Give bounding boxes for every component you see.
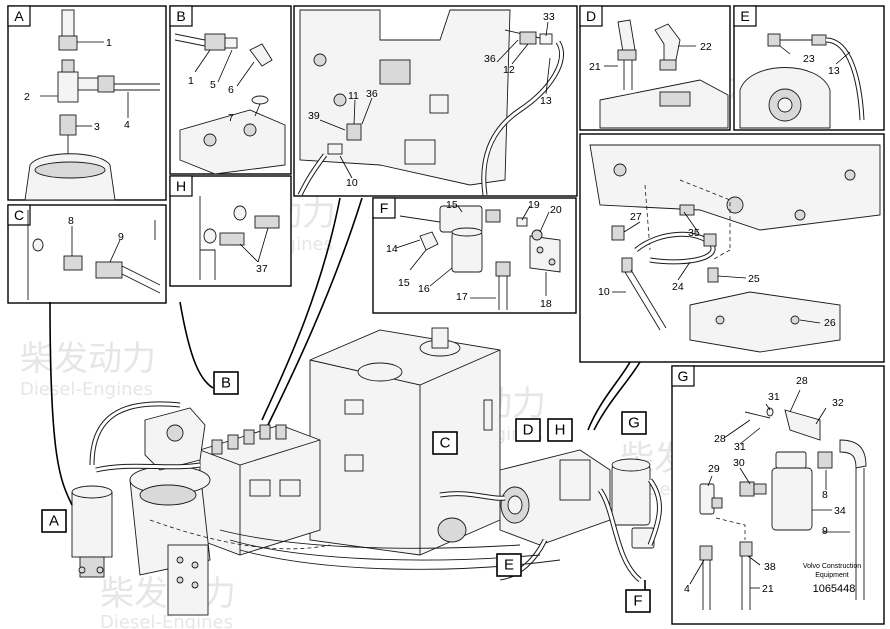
part-main-36b: 36 (366, 88, 378, 100)
part-main-11: 11 (348, 90, 359, 102)
part-a-1: 1 (106, 37, 112, 49)
part-detail-10: 10 (598, 286, 610, 298)
part-g-34: 34 (834, 505, 846, 517)
part-d-22: 22 (700, 41, 712, 53)
hydraulic-tank (309, 329, 501, 556)
part-c-8: 8 (68, 215, 74, 227)
panel-h: H 37 (169, 175, 292, 287)
part-detail-24: 24 (672, 281, 684, 293)
part-f-20: 20 (550, 204, 562, 216)
part-g-9: 9 (822, 525, 828, 537)
panel-f-label: F (380, 200, 389, 216)
watermark-en-1: Diesel-Engines (20, 379, 153, 400)
callouts: A B C D H G E F (41, 371, 651, 613)
part-f-17: 17 (456, 291, 468, 303)
part-main-13: 13 (540, 95, 552, 107)
callout-b: B (221, 375, 231, 392)
panel-a: A 1 2 3 4 (7, 5, 167, 201)
callout-c: C (440, 435, 451, 452)
part-g-31b: 31 (734, 441, 746, 453)
part-b-5: 5 (210, 79, 216, 91)
part-g-21: 21 (762, 583, 774, 595)
part-g-38: 38 (764, 561, 776, 573)
panel-b: B 1 5 6 7 (169, 5, 292, 175)
part-detail-26: 26 (824, 317, 836, 329)
part-g-8: 8 (822, 489, 828, 501)
panel-g-label: G (678, 368, 689, 384)
document-number: 1065448 (813, 583, 856, 595)
part-f-18: 18 (540, 298, 552, 310)
tee-fitting (57, 71, 79, 103)
part-g-32: 32 (832, 397, 844, 409)
part-a-2: 2 (24, 91, 30, 103)
part-detail-27: 27 (630, 211, 642, 223)
panel-g: G 28 31 32 28 31 29 30 8 34 9 38 (671, 365, 885, 625)
brand-line-1: Volvo Construction (803, 563, 861, 570)
part-d-21: 21 (589, 61, 601, 73)
panel-detail: 27 35 25 10 24 26 (579, 133, 885, 363)
panel-d: D 21 22 (579, 5, 731, 131)
part-f-15a: 15 (446, 199, 458, 211)
watermark-en-5: Diesel-Engines (100, 612, 233, 629)
part-f-14: 14 (386, 243, 398, 255)
part-main-12: 12 (503, 64, 515, 76)
panel-a-label: A (14, 8, 24, 24)
panel-h-label: H (176, 178, 186, 194)
panel-d-label: D (586, 8, 596, 24)
swivel-joint (71, 491, 113, 558)
part-a-4: 4 (124, 119, 130, 131)
part-g-30: 30 (733, 457, 745, 469)
part-main-33: 33 (543, 11, 555, 23)
part-f-19: 19 (528, 199, 540, 211)
panel-b-label: B (176, 8, 185, 24)
brand-line-2: Equipment (815, 572, 849, 579)
part-e-13: 13 (828, 65, 840, 77)
callout-f: F (633, 593, 642, 610)
filter-canister (771, 467, 813, 531)
bracket (167, 544, 209, 616)
callout-g: G (628, 415, 640, 432)
part-main-10: 10 (346, 177, 358, 189)
panel-f: F 15 19 20 14 15 16 17 18 (372, 197, 577, 314)
part-h-37: 37 (256, 263, 268, 275)
panel-main-detail: 33 36 12 13 39 11 36 10 (293, 5, 578, 197)
part-b-1: 1 (188, 75, 194, 87)
part-g-29: 29 (708, 463, 720, 475)
callout-a: A (49, 513, 59, 530)
part-f-16: 16 (418, 283, 430, 295)
part-g-28a: 28 (796, 375, 808, 387)
panel-c-label: C (14, 207, 24, 223)
panel-e: E 23 13 (733, 5, 885, 131)
watermark-cn-1: 柴发动力 (20, 339, 156, 379)
part-main-36a: 36 (484, 53, 496, 65)
panel-c: C 8 9 (7, 204, 167, 304)
part-f-15b: 15 (398, 277, 410, 289)
part-main-39: 39 (308, 110, 320, 122)
part-g-31a: 31 (768, 391, 780, 403)
callout-d: D (523, 422, 534, 439)
part-detail-35: 35 (688, 227, 700, 239)
callout-h: H (555, 422, 566, 439)
part-g-4: 4 (684, 583, 690, 595)
part-a-3: 3 (94, 121, 100, 133)
pump-filter (611, 464, 651, 526)
callout-e: E (504, 557, 514, 574)
part-b-7: 7 (228, 112, 234, 124)
part-detail-25: 25 (748, 273, 760, 285)
part-b-6: 6 (228, 84, 234, 96)
part-g-28b: 28 (714, 433, 726, 445)
part-e-23: 23 (803, 53, 815, 65)
panel-e-label: E (740, 8, 749, 24)
connector-lines (49, 197, 646, 590)
part-c-9: 9 (118, 231, 124, 243)
main-assembly (71, 327, 662, 616)
